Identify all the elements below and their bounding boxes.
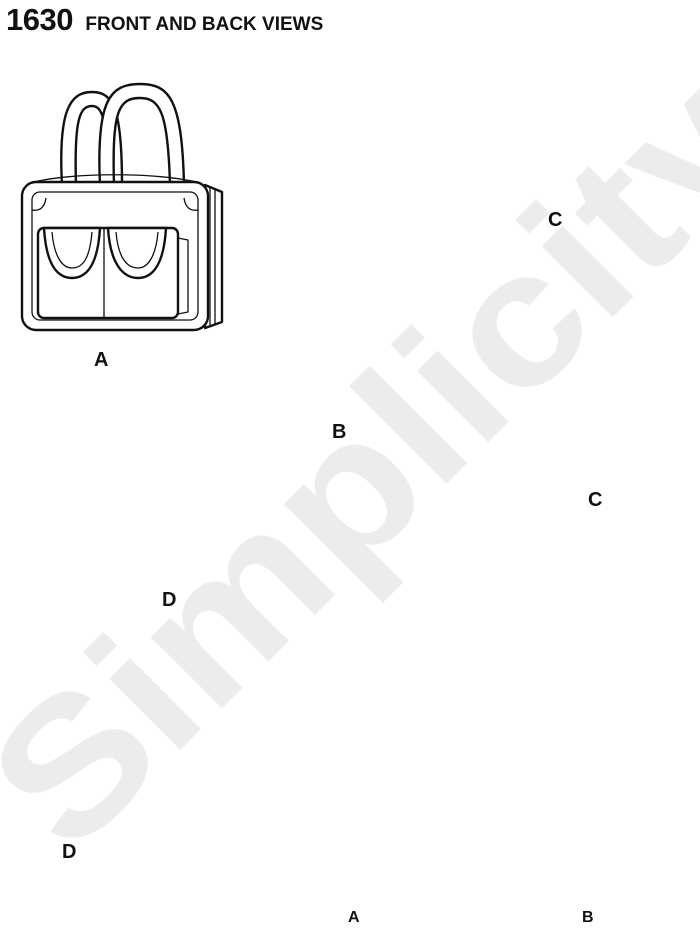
view-label-c-open: C bbox=[548, 209, 563, 231]
view-label-a-front: A bbox=[94, 349, 109, 371]
view-label-a-back: A bbox=[348, 909, 360, 926]
page-header: 1630 FRONT AND BACK VIEWS bbox=[6, 2, 323, 38]
view-label-b-front: B bbox=[332, 421, 347, 443]
view-label-b-back: B bbox=[582, 909, 594, 926]
view-label-c-back: C bbox=[588, 489, 603, 511]
pattern-number: 1630 bbox=[6, 2, 73, 37]
bag-a-front-illustration bbox=[20, 82, 224, 332]
view-label-d-open: D bbox=[162, 589, 177, 611]
view-label-d-back: D bbox=[62, 841, 77, 863]
page-title: FRONT AND BACK VIEWS bbox=[85, 14, 324, 35]
